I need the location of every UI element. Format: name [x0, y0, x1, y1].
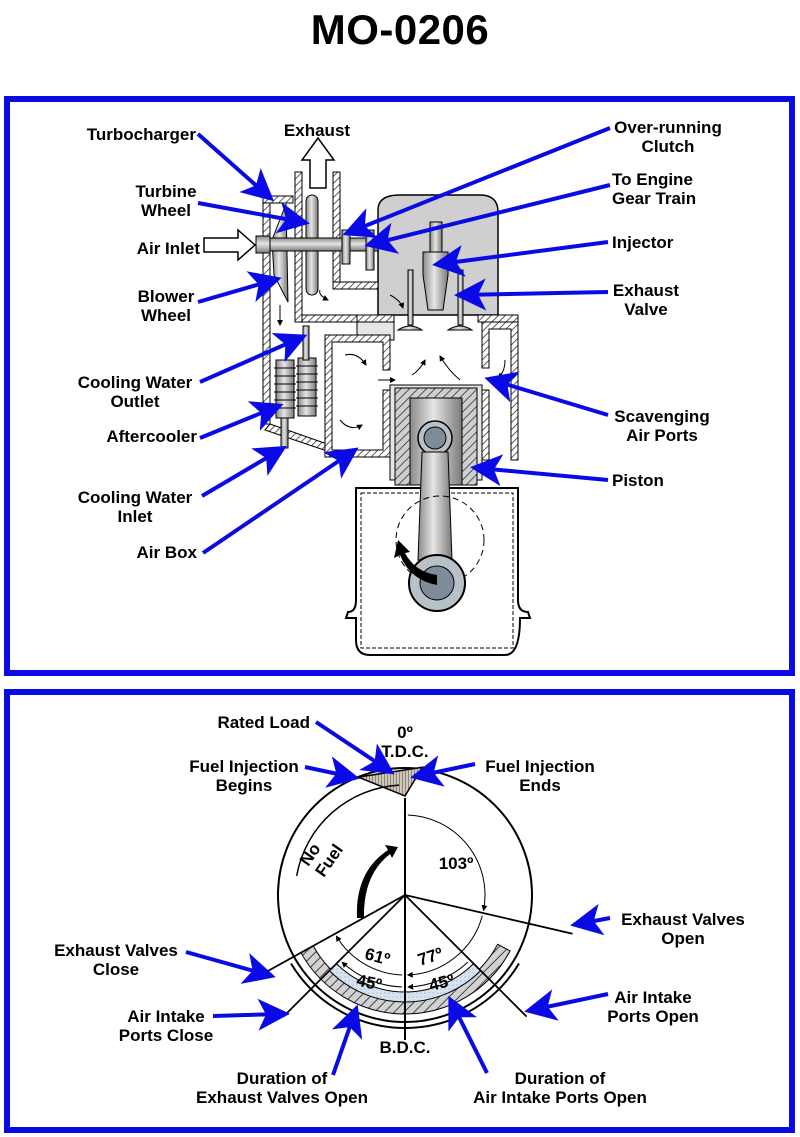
label-duration-intake-1: Duration of	[515, 1069, 606, 1088]
exhaust-valve-left	[407, 269, 414, 326]
dim-arc-103	[407, 814, 488, 912]
label-fuel-injection-begins-2: Begins	[216, 776, 273, 795]
label-over-running-clutch-2: Clutch	[642, 137, 695, 156]
label-to-engine-gear-train-1: To Engine	[612, 170, 693, 189]
label-exhaust-valve-1: Exhaust	[613, 281, 679, 300]
label-over-running-clutch-1: Over-running	[614, 118, 722, 137]
callout-scavenging-air-ports	[484, 371, 609, 417]
dim-arc-45-left	[341, 961, 402, 988]
callout-gear-train	[364, 183, 611, 254]
label-cooling-water-inlet-1: Cooling Water	[78, 488, 193, 507]
callout-exhaust-valve	[454, 278, 609, 311]
label-injector: Injector	[612, 233, 674, 252]
no-fuel-arc	[295, 784, 400, 877]
label-exhaust-valves-close-1: Exhaust Valves	[54, 941, 178, 960]
label-blower-wheel-2: Wheel	[141, 306, 191, 325]
label-air-intake-ports-close-1: Air Intake	[127, 1007, 204, 1026]
callout-rated-load	[314, 720, 395, 775]
label-bdc: B.D.C.	[380, 1038, 431, 1057]
label-to-engine-gear-train-2: Gear Train	[612, 189, 696, 208]
label-exhaust-valves-open-2: Open	[661, 929, 704, 948]
callout-piston	[470, 454, 609, 487]
callout-fuel-injection-ends	[410, 755, 476, 787]
exhaust-close-line	[254, 894, 406, 980]
label-turbine-wheel-2: Wheel	[141, 201, 191, 220]
label-air-intake-ports-open-2: Ports Open	[607, 1007, 699, 1026]
callout-fuel-injection-begins	[304, 756, 360, 788]
label-duration-intake-2: Air Intake Ports Open	[473, 1088, 647, 1107]
label-fuel-injection-ends-2: Ends	[519, 776, 561, 795]
angle-103: 103º	[439, 854, 474, 873]
callout-exhaust-valves-close	[185, 950, 276, 984]
label-blower-wheel-1: Blower	[138, 287, 195, 306]
callout-over-running-clutch	[342, 126, 611, 238]
callout-duration-exhaust	[331, 1004, 363, 1076]
callout-air-intake-ports-open	[524, 989, 609, 1021]
callout-exhaust-valves-open	[570, 903, 611, 936]
rotation-arrow-icon	[394, 540, 437, 585]
callout-injector	[432, 240, 609, 277]
callout-cooling-water-outlet	[199, 333, 308, 384]
aftercooler	[274, 357, 318, 419]
label-scavenging-air-ports-2: Air Ports	[626, 426, 698, 445]
label-air-intake-ports-close-2: Ports Close	[119, 1026, 213, 1045]
timing-diagram-panel	[4, 689, 795, 1133]
intake-close-line	[282, 894, 406, 1018]
label-exhaust-valve-2: Valve	[624, 300, 668, 319]
callout-air-box	[201, 447, 359, 555]
label-exhaust: Exhaust	[284, 121, 350, 140]
callout-air-intake-ports-close	[212, 998, 290, 1031]
label-duration-exhaust-1: Duration of	[237, 1069, 328, 1088]
callout-cooling-water-inlet	[200, 445, 287, 498]
label-turbine-wheel-1: Turbine	[135, 182, 196, 201]
label-aftercooler: Aftercooler	[106, 427, 197, 446]
crank-circle-icon	[395, 495, 485, 585]
callout-blower-wheel	[197, 271, 282, 304]
angle-77: 77º	[415, 944, 445, 970]
label-rated-load: Rated Load	[217, 713, 310, 732]
exhaust-arrow-icon	[300, 136, 336, 189]
timing-geometry	[254, 766, 573, 1040]
callout-aftercooler	[199, 401, 284, 440]
dim-arc-45-right	[407, 961, 469, 990]
air-inlet-arrow-icon	[203, 228, 257, 262]
intake-open-line	[404, 894, 528, 1018]
page-title: MO-0206	[310, 6, 490, 53]
dim-arc-61	[335, 935, 403, 976]
label-cooling-water-outlet-2: Outlet	[110, 392, 159, 411]
exhaust-open-line	[404, 894, 573, 935]
label-exhaust-valves-close-2: Close	[93, 960, 139, 979]
rotation-direction-icon	[356, 845, 398, 918]
label-air-intake-ports-open-1: Air Intake	[614, 988, 691, 1007]
label-piston: Piston	[612, 471, 664, 490]
callout-turbocharger	[196, 132, 274, 202]
label-air-box: Air Box	[137, 543, 198, 562]
label-exhaust-valves-open-1: Exhaust Valves	[621, 910, 745, 929]
label-tdc: T.D.C.	[381, 742, 428, 761]
label-turbocharger: Turbocharger	[87, 125, 197, 144]
label-cooling-water-inlet-2: Inlet	[118, 507, 153, 526]
label-tdc-degree: 0º	[397, 723, 413, 742]
label-scavenging-air-ports-1: Scavenging	[614, 407, 709, 426]
label-fuel-injection-begins-1: Fuel Injection	[189, 757, 299, 776]
label-fuel-injection-ends-1: Fuel Injection	[485, 757, 595, 776]
label-duration-exhaust-2: Exhaust Valves Open	[196, 1088, 368, 1107]
callout-duration-intake	[448, 995, 489, 1074]
label-air-inlet: Air Inlet	[137, 239, 201, 258]
callout-turbine-wheel	[197, 201, 310, 234]
dim-arc-77	[406, 915, 483, 978]
angle-45-left: 45º	[355, 971, 384, 995]
label-cooling-water-outlet-1: Cooling Water	[78, 373, 193, 392]
